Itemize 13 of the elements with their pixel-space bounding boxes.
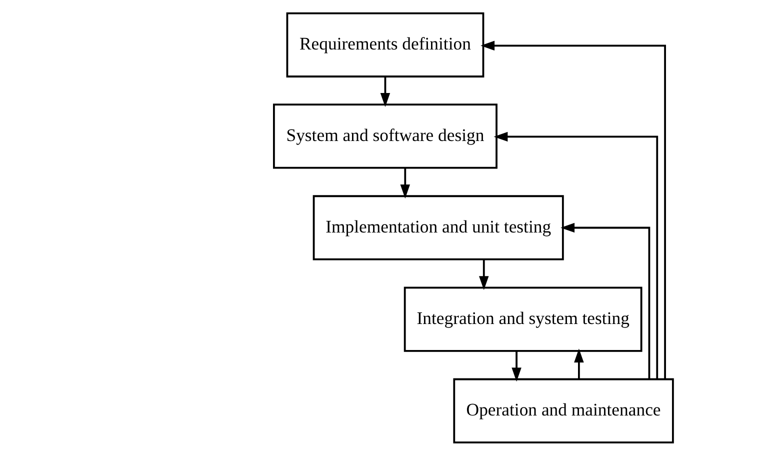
arrow (493, 132, 658, 379)
node-box: Implementation and unit testing (312, 195, 564, 260)
arrow (478, 260, 488, 290)
arrow (380, 76, 390, 107)
node-box: Integration and system testing (403, 286, 642, 352)
node-box: Operation and maintenance (452, 378, 674, 444)
arrow (574, 348, 584, 379)
node-box: System and software design (272, 104, 497, 169)
node-box: Requirements definition (286, 12, 484, 78)
arrow (400, 168, 410, 198)
arrow (480, 40, 666, 380)
arrow (560, 222, 650, 379)
arrow (511, 351, 521, 382)
